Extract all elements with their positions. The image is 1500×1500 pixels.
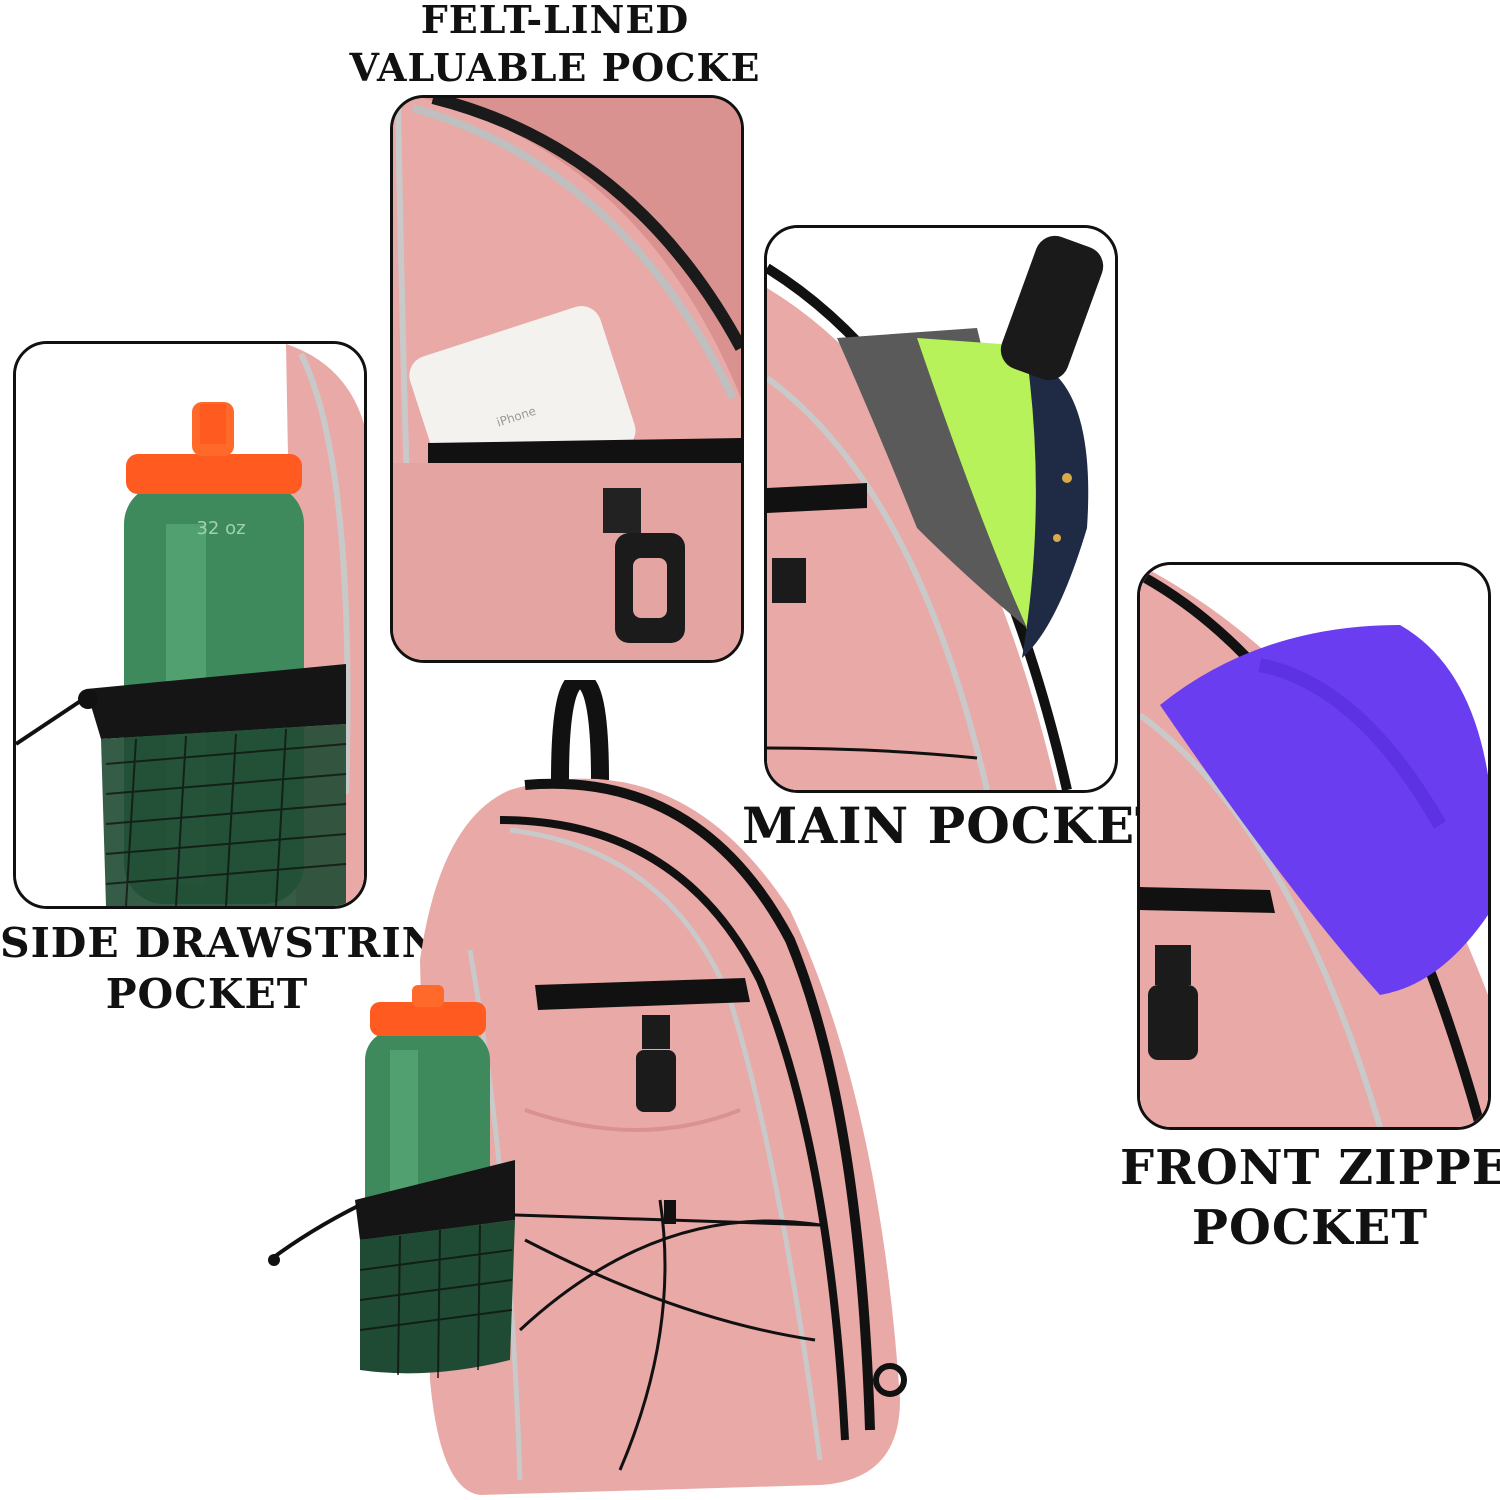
side-pocket-illustration: 32 oz [16, 344, 364, 906]
label-side-drawstring-pocket: SIDE DRAWSTRING POCKET [0, 918, 477, 1021]
panel-front-zipper-pocket [1137, 562, 1491, 1130]
label-felt-lined-pocket: FELT-LINED VALUABLE POCKE [330, 0, 780, 91]
label-main-pocket: MAIN POCKET [742, 795, 1174, 858]
front-pocket-illustration [1140, 565, 1488, 1127]
felt-pocket-illustration: iPhone [393, 98, 741, 660]
panel-felt-lined-pocket: iPhone [390, 95, 744, 663]
panel-side-drawstring-pocket: 32 oz [13, 341, 367, 909]
bottle-text: 32 oz [196, 518, 245, 539]
sling-bag-illustration [268, 680, 907, 1495]
label-side-line1: SIDE DRAWSTRING [0, 919, 477, 967]
bag-body [420, 778, 900, 1495]
purple-cloth [1160, 625, 1488, 995]
sling-bag-main-view [260, 680, 940, 1500]
label-felt-line2: VALUABLE POCKE [349, 44, 761, 90]
label-felt-line1: FELT-LINED [420, 0, 690, 42]
pickleball-paddle [837, 235, 1104, 658]
bag-handle-loop [551, 680, 609, 781]
label-front-line2: POCKET [1191, 1200, 1429, 1256]
panel-main-pocket [764, 225, 1118, 793]
label-side-line2: POCKET [105, 970, 309, 1019]
label-main-line: MAIN POCKET [742, 796, 1174, 855]
label-front-line1: FRONT ZIPPER [1120, 1140, 1500, 1196]
main-pocket-illustration [767, 228, 1115, 790]
label-front-zipper-pocket: FRONT ZIPPER POCKET [1120, 1138, 1500, 1258]
